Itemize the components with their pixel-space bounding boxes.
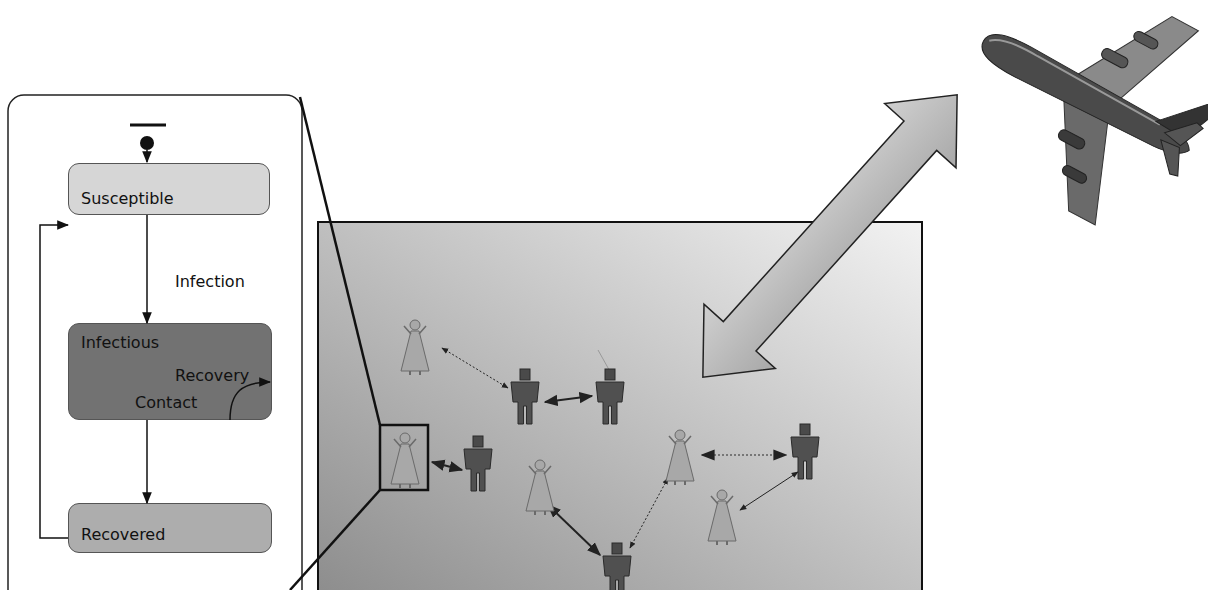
transition-arrow [146, 215, 148, 323]
initial-bar [130, 124, 166, 127]
state-name: Infectious [81, 334, 159, 352]
woman-figure [391, 433, 419, 488]
state-box: Recovered [68, 503, 272, 553]
airplane [932, 0, 1208, 252]
woman-figure [526, 460, 554, 515]
woman-figure [708, 490, 736, 545]
initial-transition [146, 150, 148, 162]
man-figure [511, 369, 539, 424]
travel-arrow [667, 63, 993, 410]
man-figure [603, 543, 631, 590]
woman-figure [666, 430, 694, 485]
contact-links [432, 348, 798, 555]
initial-state [140, 136, 154, 150]
state-box: Susceptible [68, 163, 270, 215]
man-figure [464, 436, 492, 491]
state-name: Recovered [81, 526, 165, 544]
transition-label: Infection [175, 272, 245, 291]
transition-arrow [146, 420, 148, 503]
zoom-line [300, 97, 380, 425]
self-transition [230, 382, 270, 420]
transition-label: Contact [135, 394, 197, 412]
transition-label: Recovery [175, 366, 249, 385]
state-name: Susceptible [81, 190, 174, 208]
woman-figure [401, 320, 429, 375]
population-panel [318, 222, 922, 590]
man-figure [596, 369, 624, 424]
zoom-line [290, 490, 380, 590]
statechart-panel [8, 95, 302, 590]
transition-arrow [40, 225, 68, 538]
man-figure [791, 424, 819, 479]
zoom-box [380, 425, 428, 490]
